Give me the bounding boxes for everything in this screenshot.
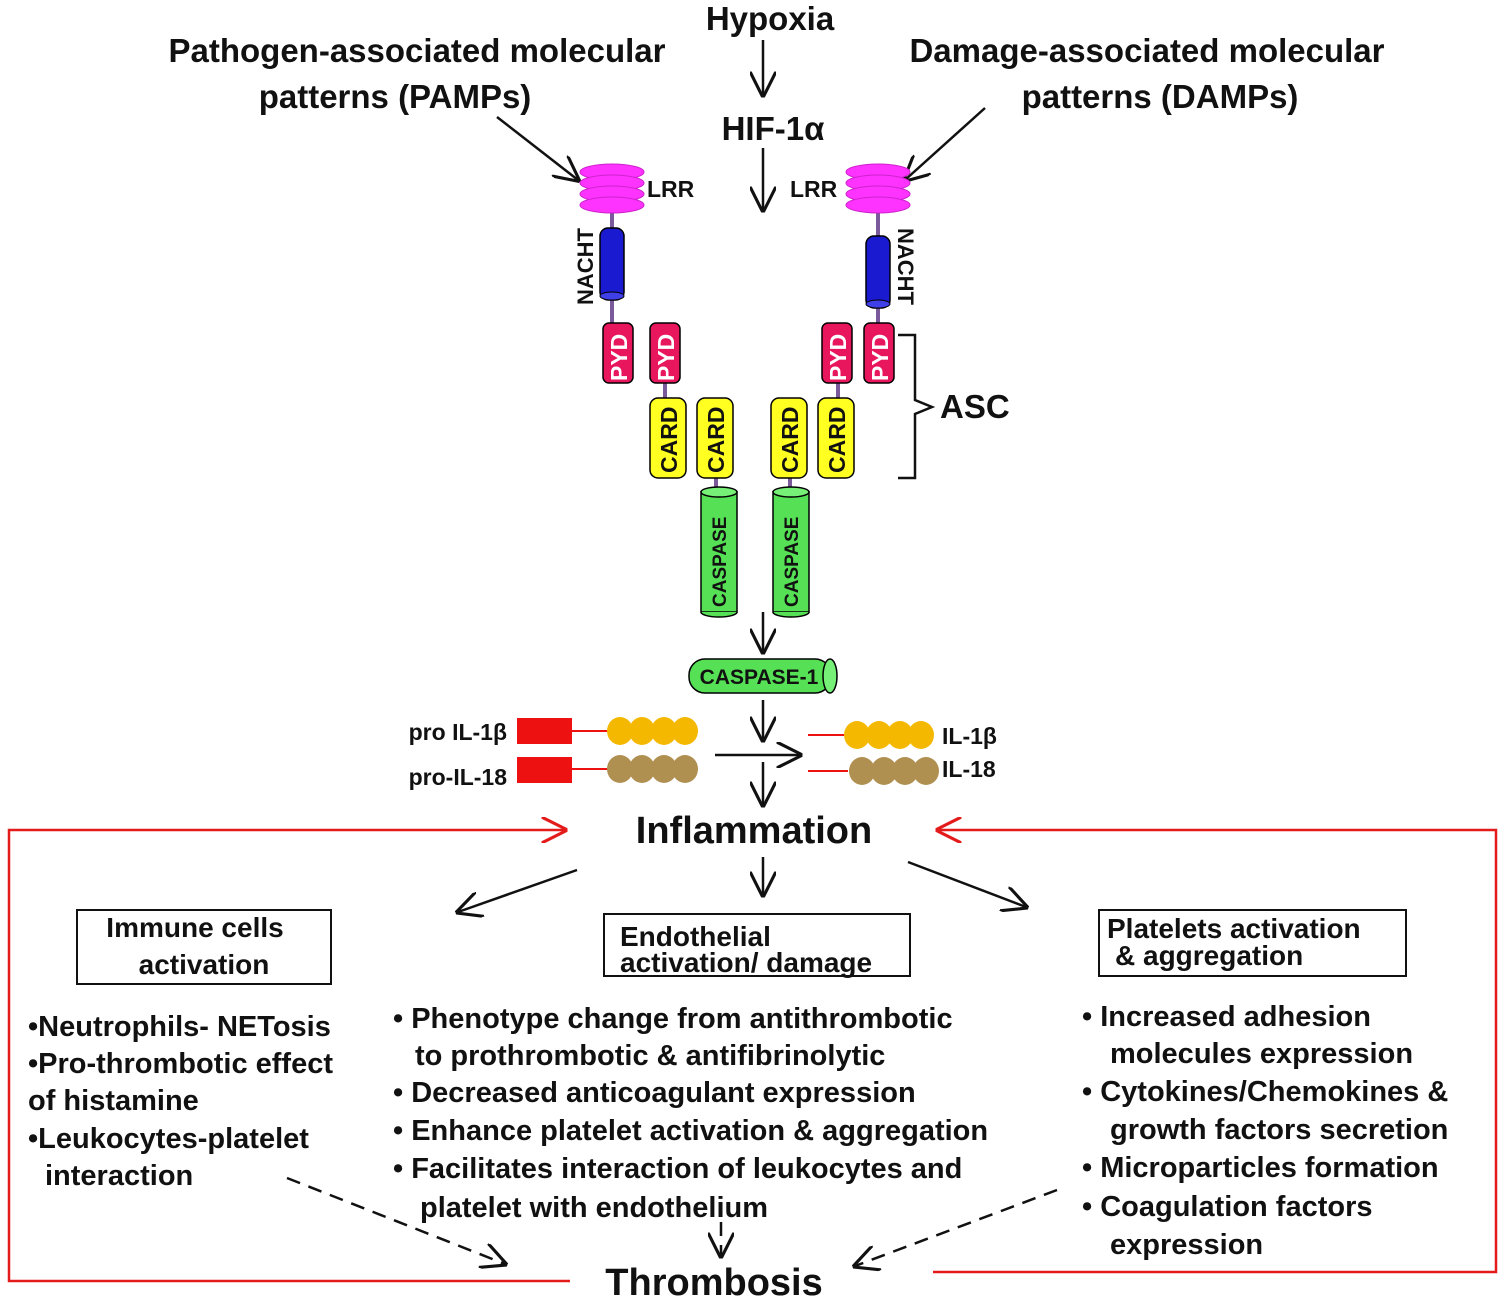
svg-text:PYD: PYD <box>825 334 851 381</box>
list-item: expression <box>1110 1229 1263 1261</box>
pyd-domain: PYD <box>602 322 634 384</box>
lrr-label-right: LRR <box>790 176 838 202</box>
pyd-domain: PYD <box>863 322 895 384</box>
pro-il18-label: pro-IL-18 <box>409 764 508 790</box>
caspase-cylinders: CASPASE CASPASE <box>700 486 810 618</box>
thrombosis-label: Thrombosis <box>605 1262 822 1301</box>
card-domain: CARD <box>649 397 687 479</box>
svg-text:CARD: CARD <box>703 407 729 473</box>
asc-connectors <box>663 380 840 492</box>
svg-text:CASPASE: CASPASE <box>710 517 731 607</box>
immune-cells-box: Immune cells activation <box>76 909 332 985</box>
list-item: •Leukocytes-platelet <box>28 1123 309 1155</box>
immune-title-line1: Immune cells <box>106 912 283 943</box>
pyd-domains: PYD PYD PYD PYD <box>602 322 895 384</box>
list-item: • Cytokines/Chemokines & <box>1082 1076 1448 1108</box>
nacht-label-right: NACHT <box>893 228 918 306</box>
caspase-cylinder: CASPASE <box>700 486 738 618</box>
damps-label-line2: patterns (DAMPs) <box>1022 78 1299 115</box>
left-nlrp-receptor: LRR NACHT <box>573 163 695 325</box>
card-domain: CARD <box>770 397 808 479</box>
pro-il18: pro-IL-18 <box>409 755 698 790</box>
lrr-domain-left <box>579 163 645 214</box>
pyd-domain: PYD <box>649 322 681 384</box>
caspase1-label: CASPASE-1 <box>700 666 819 689</box>
nacht-domain-right <box>865 235 891 309</box>
svg-text:PYD: PYD <box>606 334 632 381</box>
top-arrows <box>496 40 986 210</box>
il1b-label: IL-1β <box>942 723 997 749</box>
nacht-domain-left <box>599 227 625 301</box>
list-item: growth factors secretion <box>1110 1114 1448 1146</box>
lrr-domain-right <box>845 163 911 214</box>
branch-arrows <box>458 857 1026 912</box>
dashed-arrows <box>286 1176 1058 1266</box>
pamps-label-line2: patterns (PAMPs) <box>259 78 532 115</box>
list-item: of histamine <box>28 1085 199 1117</box>
card-domain: CARD <box>817 397 855 479</box>
svg-text:CASPASE: CASPASE <box>782 517 803 607</box>
asc-label: ASC <box>940 388 1010 425</box>
list-item: • Phenotype change from antithrombotic <box>393 1003 953 1035</box>
right-nlrp-receptor: LRR NACHT <box>790 163 918 325</box>
pyd-domain: PYD <box>821 322 853 384</box>
endothelial-title-line2: activation/ damage <box>620 947 872 978</box>
immune-bullets: •Neutrophils- NETosis •Pro-thrombotic ef… <box>28 1011 333 1192</box>
asc-bracket: ASC <box>898 333 1010 480</box>
caspase-cylinder: CASPASE <box>772 486 810 618</box>
endothelial-box: Endothelial activation/ damage <box>603 913 911 978</box>
list-item: platelet with endothelium <box>420 1192 768 1224</box>
list-item: • Decreased anticoagulant expression <box>393 1077 916 1109</box>
list-item: • Increased adhesion <box>1082 1001 1371 1033</box>
svg-text:CARD: CARD <box>656 407 682 473</box>
list-item: to prothrombotic & antifibrinolytic <box>415 1040 885 1072</box>
card-domain: CARD <box>696 397 734 479</box>
platelets-box: Platelets activation & aggregation <box>1098 909 1407 977</box>
card-domains: CARD CARD CARD CARD <box>649 397 855 479</box>
damps-label-line1: Damage-associated molecular <box>909 32 1384 69</box>
il1b: IL-1β <box>808 721 997 749</box>
svg-text:CARD: CARD <box>777 407 803 473</box>
platelets-bullets: • Increased adhesion molecules expressio… <box>1082 1001 1448 1261</box>
svg-text:CARD: CARD <box>824 407 850 473</box>
feedback-loop <box>7 830 1498 1283</box>
list-item: interaction <box>45 1160 193 1192</box>
pamps-label-line1: Pathogen-associated molecular <box>169 32 666 69</box>
list-item: • Coagulation factors <box>1082 1191 1373 1223</box>
platelets-title-line2: & aggregation <box>1115 940 1303 971</box>
endothelial-title-line1: Endothelial <box>620 921 771 952</box>
list-item: • Microparticles formation <box>1082 1152 1439 1184</box>
caspase1-cylinder: CASPASE-1 <box>688 658 838 694</box>
pro-il1b-label: pro IL-1β <box>409 719 507 745</box>
svg-text:PYD: PYD <box>653 334 679 381</box>
il18-label: IL-18 <box>942 756 996 782</box>
list-item: molecules expression <box>1110 1038 1413 1070</box>
il18: IL-18 <box>808 756 996 785</box>
nacht-label-left: NACHT <box>573 227 598 305</box>
svg-text:PYD: PYD <box>867 334 893 381</box>
immune-title-line2: activation <box>139 949 270 980</box>
endothelial-bullets: • Phenotype change from antithrombotic t… <box>393 1003 988 1224</box>
list-item: •Pro-thrombotic effect <box>28 1048 333 1080</box>
list-item: • Facilitates interaction of leukocytes … <box>393 1153 962 1185</box>
list-item: •Neutrophils- NETosis <box>28 1011 331 1043</box>
list-item: • Enhance platelet activation & aggregat… <box>393 1115 988 1147</box>
hif1a-label: HIF-1α <box>722 110 825 147</box>
pro-il1b: pro IL-1β <box>409 717 698 745</box>
lrr-label-left: LRR <box>647 176 695 202</box>
hypoxia-label: Hypoxia <box>706 0 835 37</box>
inflammation-label: Inflammation <box>636 810 872 852</box>
platelets-title-line1: Platelets activation <box>1107 913 1361 944</box>
